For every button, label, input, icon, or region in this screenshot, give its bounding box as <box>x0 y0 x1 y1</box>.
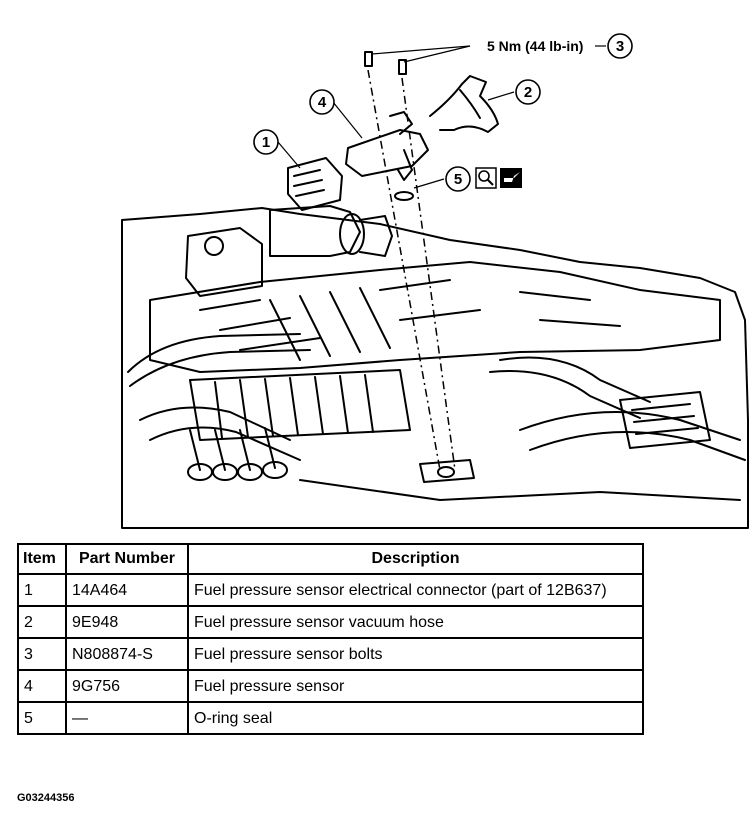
cell-item: 3 <box>17 637 67 671</box>
callout-2-label: 2 <box>524 84 532 101</box>
inspect-magnifier-icon <box>475 167 497 189</box>
figure-id: G03244356 <box>17 792 75 804</box>
table-header-row: Item Part Number Description <box>17 543 644 575</box>
fuel-rail <box>269 205 361 257</box>
connector-part <box>287 157 343 211</box>
cell-part-number: 9E948 <box>65 605 189 639</box>
column-header-part-number: Part Number <box>65 543 189 575</box>
cell-part-number: 9G756 <box>65 669 189 703</box>
engine-outline <box>121 207 749 529</box>
cell-part-number: N808874-S <box>65 637 189 671</box>
cell-description: O-ring seal <box>187 701 644 735</box>
oil-can-lubricate-icon <box>500 168 522 188</box>
cell-part-number: — <box>65 701 189 735</box>
callout-1 <box>253 129 279 155</box>
cell-description: Fuel pressure sensor bolts <box>187 637 644 671</box>
callout-4-label: 4 <box>318 94 327 111</box>
cell-part-number: 14A464 <box>65 573 189 607</box>
intake-manifold <box>149 261 721 373</box>
callout-3-label: 3 <box>616 38 624 55</box>
callout-4 <box>309 89 335 115</box>
table-row: 2 9E948 Fuel pressure sensor vacuum hose <box>17 605 644 639</box>
cell-description: Fuel pressure sensor vacuum hose <box>187 605 644 639</box>
cell-item: 2 <box>17 605 67 639</box>
callout-1-label: 1 <box>262 134 270 151</box>
column-header-description: Description <box>187 543 644 575</box>
cell-item: 4 <box>17 669 67 703</box>
sensor-part <box>345 129 429 177</box>
cell-description: Fuel pressure sensor electrical connecto… <box>187 573 644 607</box>
callout-5 <box>445 166 471 192</box>
cell-item: 1 <box>17 573 67 607</box>
column-header-item: Item <box>17 543 67 575</box>
table-row: 4 9G756 Fuel pressure sensor <box>17 669 644 703</box>
parts-table: Item Part Number Description 1 14A464 Fu… <box>17 543 644 735</box>
table-row: 5 — O-ring seal <box>17 701 644 735</box>
table-row: 3 N808874-S Fuel pressure sensor bolts <box>17 637 644 671</box>
o-ring-part <box>394 191 414 201</box>
table-row: 1 14A464 Fuel pressure sensor electrical… <box>17 573 644 607</box>
callout-2 <box>515 79 541 105</box>
callout-5-label: 5 <box>454 171 462 188</box>
vacuum-hose-part <box>429 75 499 133</box>
torque-spec: 5 Nm (44 lb-in) <box>487 38 583 54</box>
callout-3 <box>607 33 633 59</box>
cell-description: Fuel pressure sensor <box>187 669 644 703</box>
engine-diagram: 1 4 2 3 5 5 Nm (44 lb-in) <box>121 33 749 529</box>
cell-item: 5 <box>17 701 67 735</box>
